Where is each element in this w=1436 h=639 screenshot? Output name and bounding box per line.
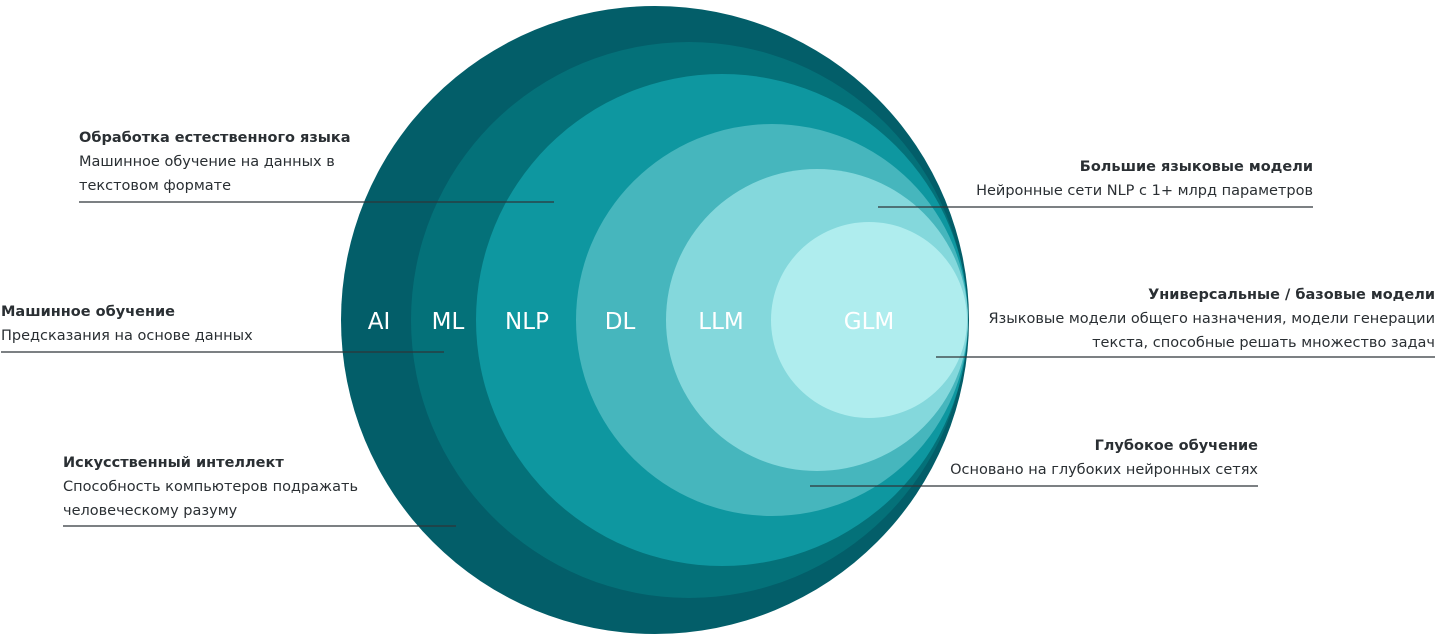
annotation-dl-title: Глубокое обучение — [1094, 438, 1258, 454]
annotation-llm: Большие языковые модели Нейронные сети N… — [933, 155, 1313, 203]
circle-label-dl: DL — [605, 309, 636, 335]
circle-label-ai: AI — [368, 309, 391, 335]
annotation-ai-title: Искусственный интеллект — [63, 455, 284, 471]
annotation-ml-desc: Предсказания на основе данных — [1, 328, 253, 344]
annotation-nlp-title: Обработка естественного языка — [79, 130, 351, 146]
annotation-glm-desc: Языковые модели общего назначения, модел… — [988, 311, 1435, 351]
annotation-llm-title: Большие языковые модели — [1079, 159, 1313, 175]
annotation-dl-desc: Основано на глубоких нейронных сетях — [950, 462, 1258, 478]
circle-label-nlp: NLP — [505, 309, 549, 335]
annotation-glm: Универсальные / базовые модели Языковые … — [986, 283, 1435, 355]
annotation-nlp: Обработка естественного языка Машинное о… — [79, 126, 379, 198]
circle-label-glm: GLM — [844, 309, 894, 335]
circle-glm — [771, 222, 967, 418]
annotation-dl: Глубокое обучение Основано на глубоких н… — [918, 434, 1258, 482]
annotation-nlp-desc: Машинное обучение на данных в текстовом … — [79, 154, 335, 194]
annotation-ml: Машинное обучение Предсказания на основе… — [1, 300, 321, 348]
circle-label-ml: ML — [432, 309, 465, 335]
annotation-ai-desc: Способность компьютеров подражать челове… — [63, 479, 358, 519]
annotation-llm-desc: Нейронные сети NLP с 1+ млрд параметров — [976, 183, 1313, 199]
circle-label-llm: LLM — [698, 309, 743, 335]
annotation-ai: Искусственный интеллект Способность комп… — [63, 451, 393, 523]
annotation-glm-title: Универсальные / базовые модели — [1148, 287, 1435, 303]
annotation-ml-title: Машинное обучение — [1, 304, 175, 320]
